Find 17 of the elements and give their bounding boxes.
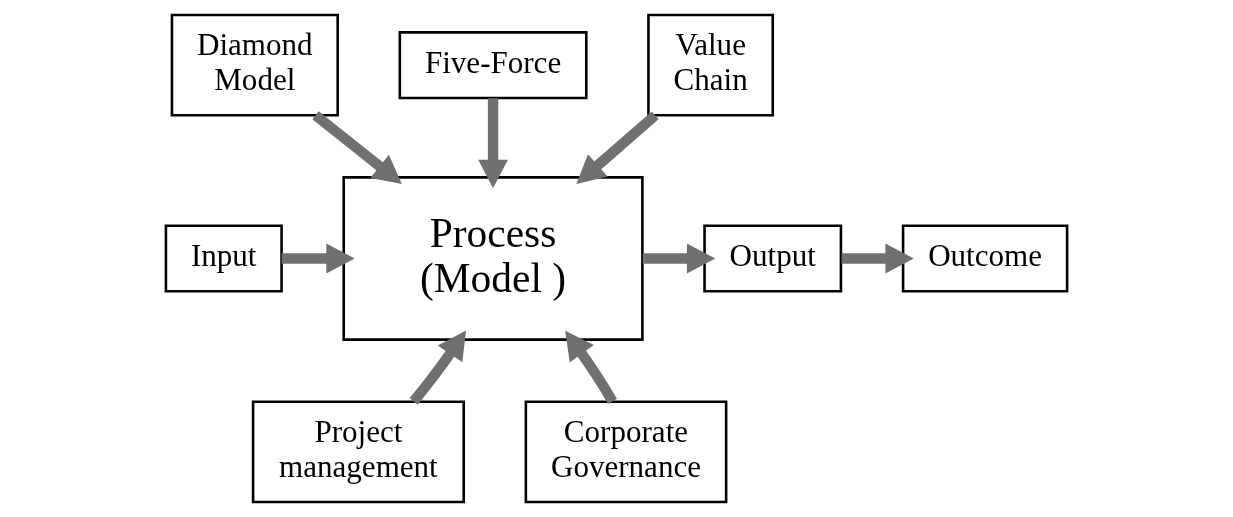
arrow — [565, 330, 617, 404]
node-box: Corporate Governance — [524, 400, 728, 504]
arrow — [281, 243, 355, 274]
arrow — [409, 330, 467, 405]
node-box: Output — [703, 224, 843, 293]
node-box: Outcome — [901, 224, 1069, 293]
node-box: Project management — [251, 400, 465, 504]
arrow — [841, 243, 914, 274]
arrow — [312, 111, 402, 185]
node-box: Value Chain — [647, 13, 775, 117]
arrow — [642, 243, 716, 274]
node-box: Process (Model ) — [342, 176, 644, 341]
arrow — [576, 111, 659, 185]
arrow — [478, 98, 508, 189]
node-box: Five-Force — [398, 31, 588, 100]
node-box: Input — [164, 224, 283, 293]
node-box: Diamond Model — [170, 13, 339, 117]
